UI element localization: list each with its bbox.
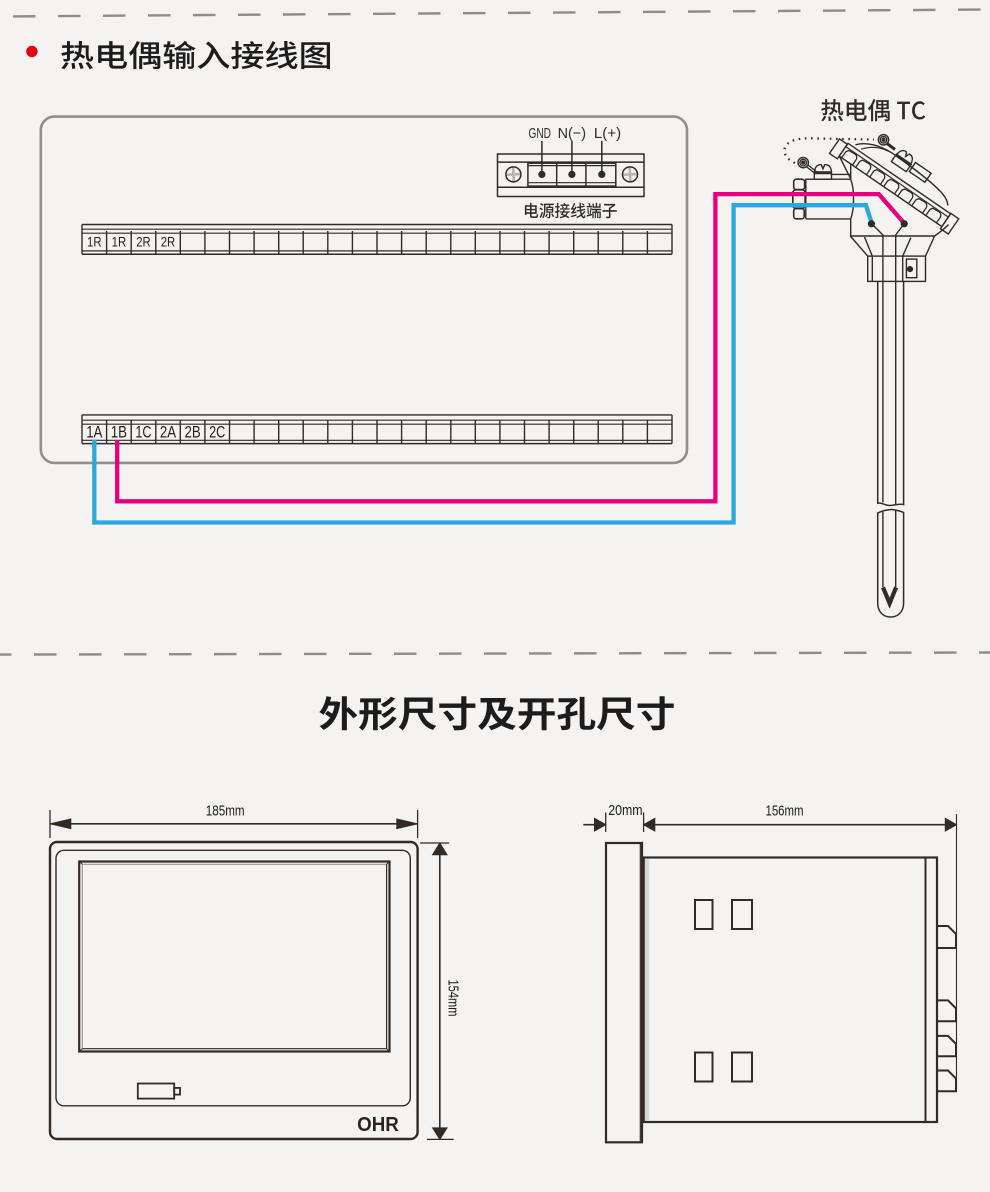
svg-text:1B: 1B [111,423,127,441]
svg-text:L(+): L(+) [594,125,621,142]
svg-text:1R: 1R [112,233,127,249]
svg-text:2C: 2C [209,423,225,441]
svg-text:154mm: 154mm [445,980,462,1017]
svg-text:2R: 2R [161,233,176,249]
svg-text:2R: 2R [136,233,151,249]
svg-text:2A: 2A [160,423,176,441]
svg-text:OHR: OHR [357,1113,399,1136]
svg-text:185mm: 185mm [206,802,245,819]
svg-text:1R: 1R [87,233,102,249]
svg-text:20mm: 20mm [608,802,642,819]
svg-text:156mm: 156mm [766,802,804,819]
svg-text:2B: 2B [185,423,201,441]
svg-text:1C: 1C [135,423,151,441]
svg-text:1A: 1A [86,423,102,441]
svg-text:GND: GND [529,125,552,142]
svg-text:N(−): N(−) [558,125,586,142]
